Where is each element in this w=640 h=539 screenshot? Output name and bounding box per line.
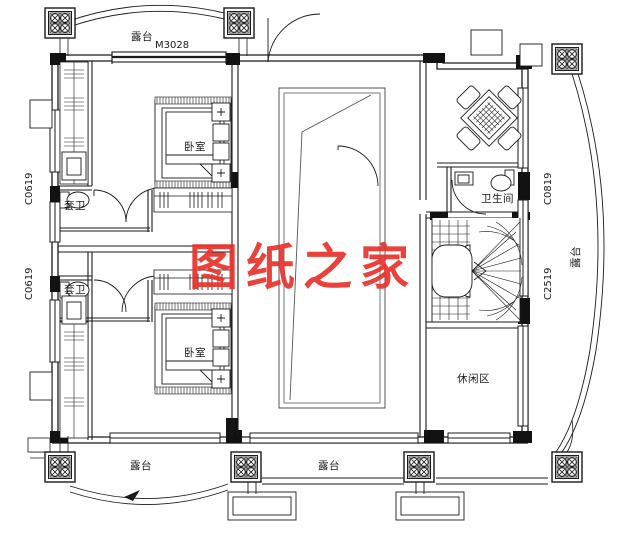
bathroom-fixtures-top: [59, 151, 90, 209]
dining-exterior-niche: [470, 29, 543, 67]
door-swing-top-right: [267, 13, 321, 63]
terrace-outline-right: [555, 55, 605, 453]
wardrobe-bottom: [59, 321, 89, 439]
bathroom-fixtures-bottom: [59, 281, 90, 325]
terrace-bottom-right-label: 露台: [318, 460, 340, 472]
closet-strip-bottom: [153, 269, 233, 295]
bed-bottom: [154, 302, 232, 395]
staircase: [431, 218, 523, 323]
window-code-right-upper: C0819: [543, 172, 554, 205]
terrace-right-label: 露台: [570, 246, 582, 268]
ensuite-bottom-label: 套卫: [64, 284, 86, 296]
bedroom-top-label: 卧室: [184, 141, 206, 153]
terrace-top-label: 露台: [131, 31, 153, 43]
column-connectors: [27, 38, 577, 459]
dining-table-set: [456, 85, 522, 151]
washroom-label: 卫生间: [481, 193, 514, 205]
exterior-ledges: [29, 99, 53, 401]
door-code-main: M3028: [155, 40, 190, 51]
terrace-outline-top: [65, 4, 237, 29]
leisure-area-label: 休闲区: [457, 373, 490, 385]
bedroom-bottom-label: 卧室: [184, 347, 206, 359]
closet-strip-top: [153, 187, 233, 213]
ensuite-top-label: 套卫: [64, 200, 86, 212]
terrace-outline-bottom: [69, 477, 548, 521]
central-atrium-void: [278, 87, 386, 409]
terrace-bottom-left-label: 露台: [130, 460, 152, 472]
window-code-left-upper: C0619: [24, 172, 35, 205]
washroom-fixtures: [454, 169, 515, 192]
window-code-left-lower: C0619: [24, 267, 35, 300]
bed-top: [154, 96, 232, 189]
window-code-right-lower: C2519: [543, 267, 554, 300]
main-entry-door: [111, 51, 227, 64]
